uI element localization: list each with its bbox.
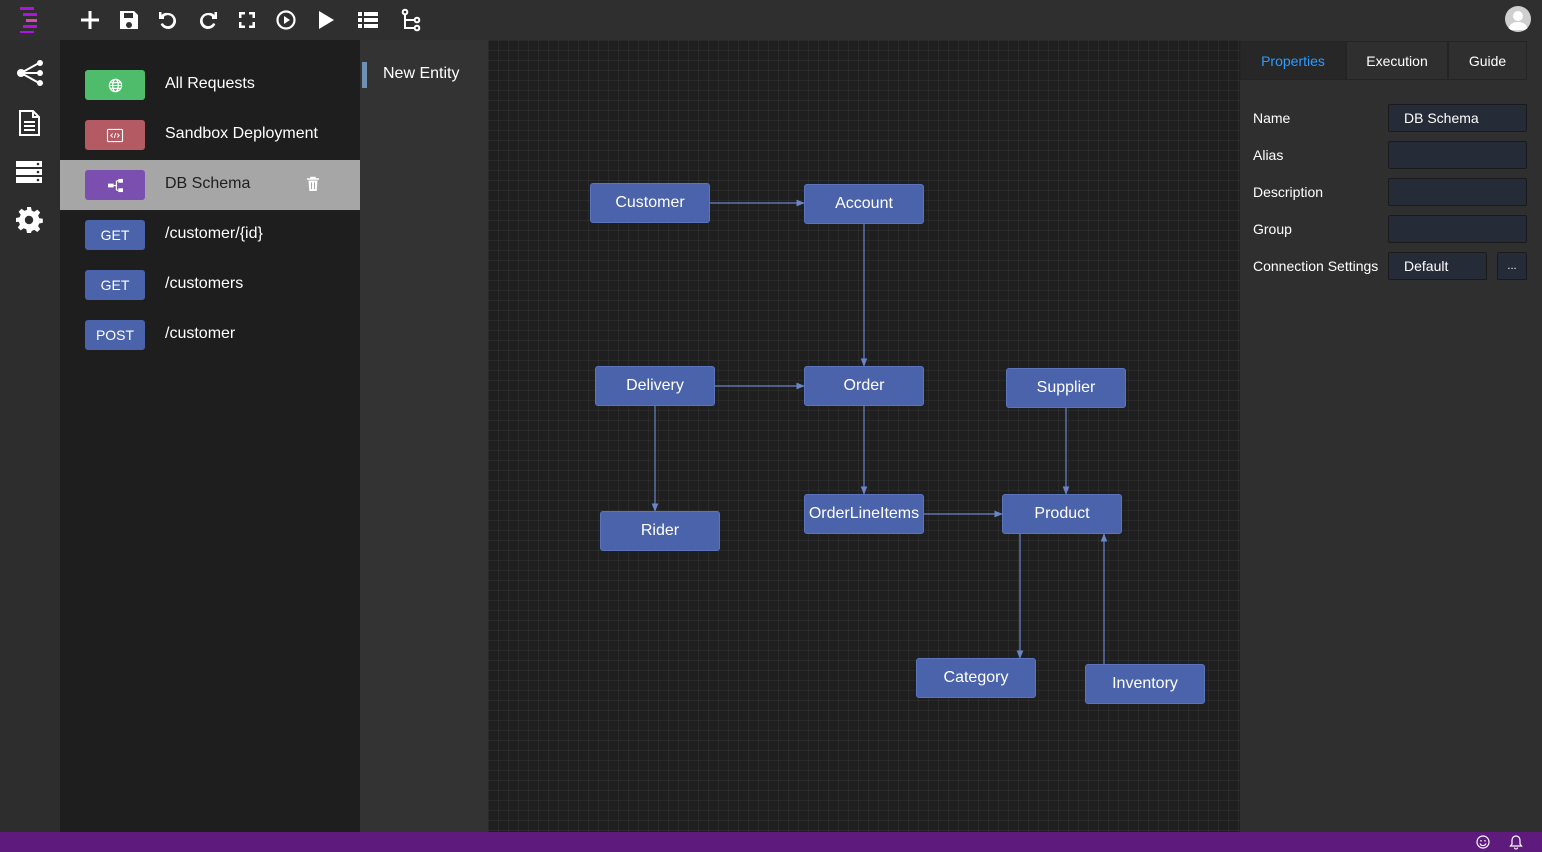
entity-node-category[interactable]: Category	[916, 658, 1036, 698]
undo-icon[interactable]	[153, 5, 183, 35]
top-toolbar	[0, 0, 1542, 40]
smiley-icon[interactable]	[1475, 834, 1491, 850]
globe-icon	[108, 78, 122, 92]
code-icon	[106, 128, 124, 142]
request-list: All Requests Sandbox Deployment DB S	[60, 40, 360, 832]
entity-node-delivery[interactable]: Delivery	[595, 366, 715, 406]
connection-settings-label: Connection Settings	[1253, 258, 1379, 274]
alias-label: Alias	[1253, 147, 1284, 163]
method-badge: GET	[85, 220, 145, 250]
tab-properties[interactable]: Properties	[1240, 41, 1346, 80]
entity-node-supplier[interactable]: Supplier	[1006, 368, 1126, 408]
entity-item-new-entity[interactable]: New Entity	[360, 62, 488, 88]
fullscreen-icon[interactable]	[232, 5, 262, 35]
save-icon[interactable]	[114, 5, 144, 35]
name-label: Name	[1253, 110, 1291, 126]
user-avatar-icon[interactable]	[1505, 6, 1531, 32]
request-label: /customer	[165, 325, 236, 342]
request-label: /customer/{id}	[165, 225, 263, 242]
tree-icon[interactable]	[396, 5, 426, 35]
request-badge	[85, 120, 145, 150]
status-bar	[0, 832, 1542, 852]
schema-icon	[107, 178, 123, 192]
bell-icon[interactable]	[1508, 834, 1524, 850]
entity-node-orderlineitems[interactable]: OrderLineItems	[804, 494, 924, 534]
redo-icon[interactable]	[193, 5, 223, 35]
settings-icon[interactable]	[13, 204, 45, 236]
entity-node-rider[interactable]: Rider	[600, 511, 720, 551]
request-badge	[85, 170, 145, 200]
schema-icon[interactable]	[13, 57, 45, 89]
description-field[interactable]	[1388, 178, 1527, 206]
entity-label: New Entity	[383, 65, 460, 82]
list-icon[interactable]	[353, 5, 383, 35]
entity-list: New Entity	[360, 40, 488, 832]
request-item-post-customer[interactable]: POST /customer	[60, 310, 360, 360]
app-logo-icon[interactable]	[15, 4, 45, 34]
alias-field[interactable]	[1388, 141, 1527, 169]
method-badge: POST	[85, 320, 145, 350]
group-label: Group	[1253, 221, 1292, 237]
play-icon[interactable]	[310, 5, 340, 35]
group-field[interactable]	[1388, 215, 1527, 243]
connection-settings-select[interactable]: Default	[1388, 252, 1487, 280]
diagram-edges	[651, 199, 1108, 664]
request-label: /customers	[165, 275, 244, 292]
request-label: Sandbox Deployment	[165, 125, 318, 142]
server-icon[interactable]	[13, 156, 45, 188]
request-badge	[85, 70, 145, 100]
name-field[interactable]: DB Schema	[1388, 104, 1527, 132]
entity-node-order[interactable]: Order	[804, 366, 924, 406]
entity-node-customer[interactable]: Customer	[590, 183, 710, 223]
request-label: DB Schema	[165, 175, 251, 192]
request-label: All Requests	[165, 75, 255, 92]
method-badge: GET	[85, 270, 145, 300]
document-icon[interactable]	[13, 107, 45, 139]
request-item-db-schema[interactable]: DB Schema	[60, 160, 360, 210]
add-icon[interactable]	[75, 5, 105, 35]
request-item-get-customer-id[interactable]: GET /customer/{id}	[60, 210, 360, 260]
tab-guide[interactable]: Guide	[1448, 41, 1527, 80]
request-item-get-customers[interactable]: GET /customers	[60, 260, 360, 310]
entity-drag-handle[interactable]	[362, 62, 367, 88]
diagram-canvas[interactable]: Customer Account Delivery Order Supplier…	[488, 40, 1240, 832]
left-nav-rail	[0, 40, 60, 832]
trash-icon[interactable]	[306, 176, 320, 192]
properties-panel: Properties Execution Guide Name DB Schem…	[1240, 40, 1542, 832]
request-item-all-requests[interactable]: All Requests	[60, 60, 360, 110]
play-circle-icon[interactable]	[271, 5, 301, 35]
entity-node-account[interactable]: Account	[804, 184, 924, 224]
entity-node-inventory[interactable]: Inventory	[1085, 664, 1205, 704]
connection-settings-more-button[interactable]: ...	[1497, 252, 1527, 280]
request-item-sandbox-deployment[interactable]: Sandbox Deployment	[60, 110, 360, 160]
entity-node-product[interactable]: Product	[1002, 494, 1122, 534]
tab-execution[interactable]: Execution	[1346, 41, 1448, 80]
description-label: Description	[1253, 184, 1324, 200]
